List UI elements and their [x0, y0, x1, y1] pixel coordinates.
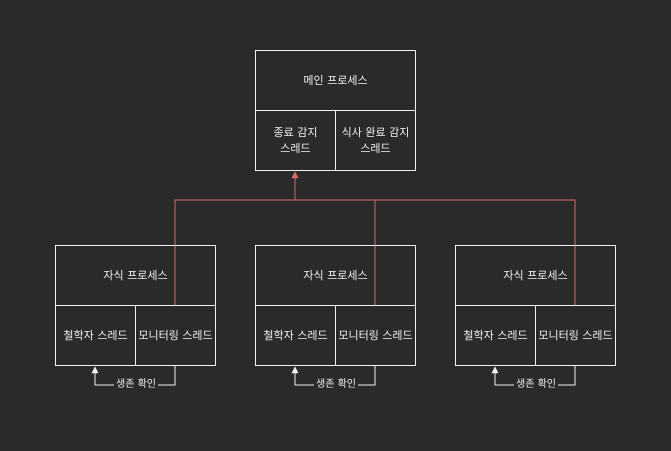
- meal-complete-detect-thread-label: 식사 완료 감지 스레드: [341, 125, 410, 155]
- child-process-box-2: 자식 프로세스: [255, 245, 416, 306]
- monitoring-thread-label: 모니터링 스레드: [538, 328, 613, 342]
- monitoring-thread-label: 모니터링 스레드: [338, 328, 413, 342]
- meal-complete-detect-thread-box: 식사 완료 감지 스레드: [335, 110, 416, 171]
- signal-edge-child-1: [174, 171, 299, 305]
- child-process-box-3: 자식 프로세스: [455, 245, 616, 306]
- termination-detect-thread-label: 종료 감지 스레드: [273, 125, 318, 155]
- monitoring-thread-box-2: 모니터링 스레드: [335, 305, 416, 366]
- monitoring-thread-box-3: 모니터링 스레드: [535, 305, 616, 366]
- philosopher-thread-label: 철학자 스레드: [463, 328, 528, 342]
- philosopher-thread-box-2: 철학자 스레드: [255, 305, 336, 366]
- philosopher-thread-box-3: 철학자 스레드: [455, 305, 536, 366]
- philosopher-thread-label: 철학자 스레드: [63, 328, 128, 342]
- main-process-title: 메인 프로세스: [303, 73, 368, 87]
- philosopher-thread-label: 철학자 스레드: [263, 328, 328, 342]
- child-process-title: 자식 프로세스: [103, 268, 168, 282]
- termination-detect-thread-box: 종료 감지 스레드: [255, 110, 336, 171]
- main-process-box: 메인 프로세스: [255, 50, 416, 111]
- liveness-label-1: 생존 확인: [114, 379, 158, 391]
- monitoring-thread-box-1: 모니터링 스레드: [135, 305, 216, 366]
- child-process-box-1: 자식 프로세스: [55, 245, 216, 306]
- signal-edge-child-3: [295, 199, 576, 305]
- child-process-title: 자식 프로세스: [303, 268, 368, 282]
- philosopher-thread-box-1: 철학자 스레드: [55, 305, 136, 366]
- liveness-label-2: 생존 확인: [314, 379, 358, 391]
- liveness-label-3: 생존 확인: [514, 379, 558, 391]
- child-process-title: 자식 프로세스: [503, 268, 568, 282]
- monitoring-thread-label: 모니터링 스레드: [138, 328, 213, 342]
